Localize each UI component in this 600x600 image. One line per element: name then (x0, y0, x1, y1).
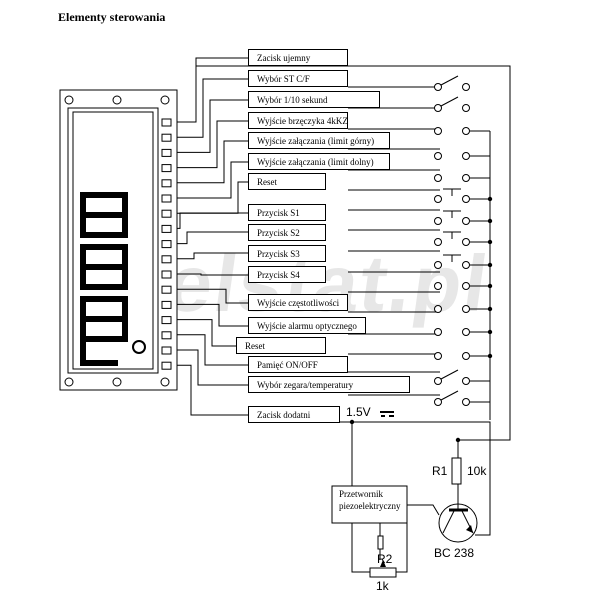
pin-label: Wybór 1/10 sekund (248, 91, 380, 108)
pin-icon (161, 118, 172, 127)
pin-label: Przycisk S1 (248, 204, 326, 221)
pin-icon (161, 285, 172, 294)
pin-icon (161, 331, 172, 340)
piezo-label: Przetwornik piezoelektryczny (339, 489, 401, 511)
mount-hole-icon (64, 95, 74, 105)
pin-icon (161, 255, 172, 264)
pin-icon (161, 240, 172, 249)
junction-dot (487, 283, 493, 289)
pin-icon (161, 270, 172, 279)
mount-hole-icon (112, 95, 122, 105)
segment (80, 319, 86, 342)
switches (434, 75, 470, 406)
diagram-title: Elementy sterowania (58, 10, 166, 24)
pin-label: Wyjście załączania (limit dolny) (248, 153, 390, 170)
segment (80, 244, 128, 250)
external-components (331, 411, 478, 578)
mount-hole-icon (160, 377, 170, 387)
segment (80, 212, 128, 218)
segment (122, 192, 128, 215)
segment (122, 319, 128, 342)
pin-label: Zacisk ujemny (248, 49, 348, 66)
pin-label: Reset (248, 173, 326, 190)
r2-potentiometer (369, 567, 397, 578)
pin-label: Przycisk S2 (248, 224, 326, 241)
segment (122, 267, 128, 290)
mount-hole-icon (160, 95, 170, 105)
lcd-module (59, 89, 178, 391)
seven-segment-digits (80, 192, 128, 366)
segment (80, 316, 128, 322)
mount-hole-icon (112, 377, 122, 387)
segment (80, 296, 86, 319)
voltage-label: 1.5V (346, 405, 371, 419)
junction-dot (487, 196, 493, 202)
junction-dot (487, 218, 493, 224)
pin-label: Przycisk S4 (248, 266, 326, 283)
pin-icon (161, 224, 172, 233)
segment (80, 192, 86, 215)
segment (80, 267, 86, 290)
pin-icon (161, 300, 172, 309)
pin-label: Wybór ST C/F (248, 70, 348, 87)
junction-dot (455, 437, 461, 443)
segment (80, 296, 128, 302)
pin-label: Wyjście alarmu optycznego (248, 317, 366, 334)
connector-pins (161, 118, 172, 370)
pin-label: Wyjście brzęczyka 4kKZ (248, 112, 348, 129)
junction-dot (349, 419, 355, 425)
pin-icon (161, 361, 172, 370)
pin-label: Przycisk S3 (248, 245, 326, 262)
r1-value: 10k (467, 464, 487, 478)
pin-icon (161, 164, 172, 173)
junction-dot (487, 353, 493, 359)
pin-label: Wyjście częstotliwości (248, 294, 348, 311)
pin-icon (161, 179, 172, 188)
pin-label: Reset (236, 337, 326, 354)
pin-label: Wybór zegara/temperatury (248, 376, 410, 393)
pin-icon (161, 148, 172, 157)
segment (122, 244, 128, 267)
pin-icon (161, 194, 172, 203)
transistor-label: BC 238 (434, 546, 475, 560)
segment (80, 192, 128, 198)
pin-icon (161, 346, 172, 355)
segment (80, 232, 128, 238)
segment (80, 284, 128, 290)
junction-dot (487, 239, 493, 245)
mount-hole-icon (64, 377, 74, 387)
pin-icon (161, 316, 172, 325)
r1-resistor (451, 457, 462, 485)
r2-value: 1k (376, 579, 389, 593)
degree-symbol-icon (132, 340, 146, 354)
segment (80, 264, 128, 270)
pin-label: Wyjście załączania (limit górny) (248, 132, 390, 149)
segment (80, 215, 86, 238)
pin-icon (161, 209, 172, 218)
junction-dot (487, 329, 493, 335)
pin-icon (161, 133, 172, 142)
segment (122, 296, 128, 319)
r2-name: R2 (377, 552, 393, 566)
r1-name: R1 (432, 464, 448, 478)
pin-label: Zacisk dodatni (248, 406, 340, 423)
junction-dot (487, 262, 493, 268)
piezo-box (331, 485, 408, 524)
segment (80, 244, 86, 267)
junction-dot (487, 306, 493, 312)
pin-label: Pamięć ON/OFF (248, 356, 348, 373)
segment (122, 215, 128, 238)
